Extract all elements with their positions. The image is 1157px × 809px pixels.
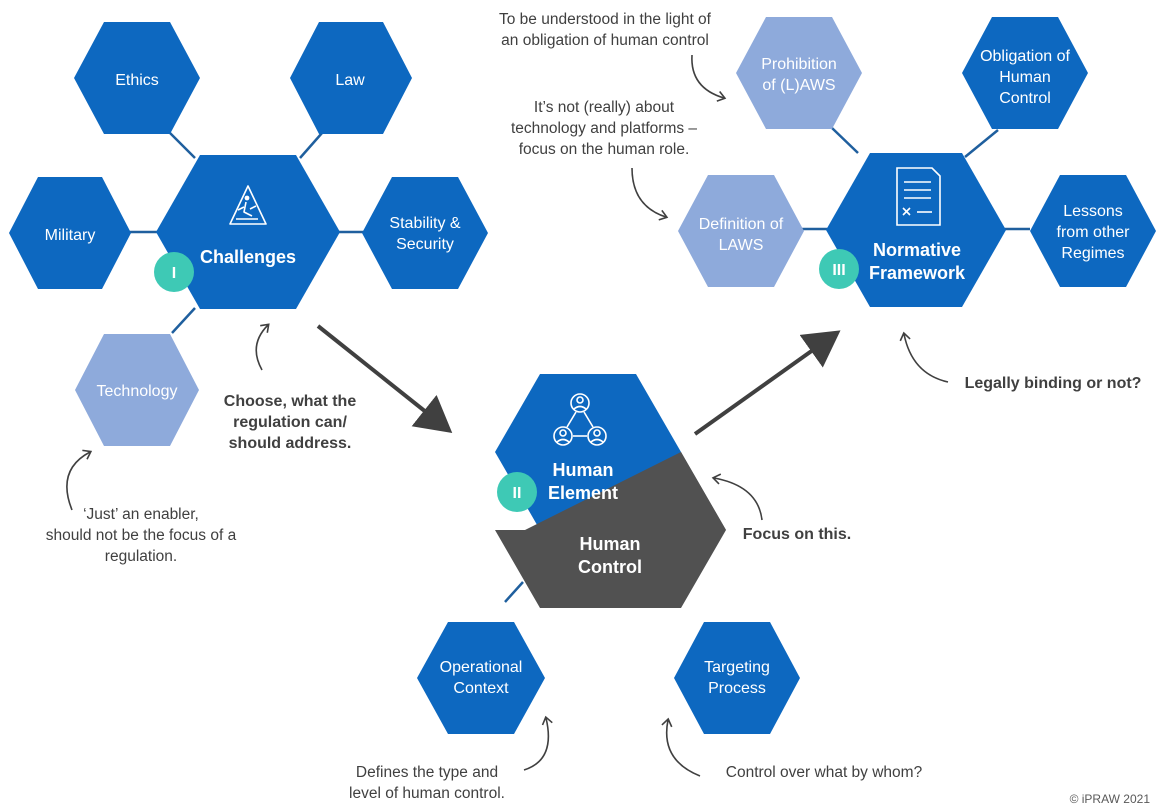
hex-definition-label-2: LAWS — [719, 237, 764, 254]
note-technology-focus-2: technology and platforms – — [511, 120, 697, 137]
badge-i-label: I — [172, 265, 176, 282]
hex-technology-label: Technology — [97, 383, 178, 400]
human-cluster: Human Element Human Control II Operation… — [417, 374, 800, 734]
hex-challenges-title: Challenges — [200, 247, 296, 267]
note-focus: Focus on this. — [743, 526, 851, 543]
hex-operational-context: Operational Context — [417, 622, 545, 734]
badge-iii: III — [819, 249, 859, 289]
hex-stability-security: Stability & Security — [362, 177, 488, 289]
hex-obligation-label-3: Control — [999, 90, 1051, 107]
hex-ethics: Ethics — [74, 22, 200, 134]
flow-arrows — [316, 324, 841, 436]
slipping-hazard-icon — [229, 185, 267, 225]
hex-prohibition: Prohibition of (L)AWS — [736, 17, 862, 129]
challenges-cluster: Ethics Law Military Stability & Security… — [9, 22, 488, 446]
hex-normative-framework: Normative Framework — [826, 153, 1006, 307]
hex-normative-title-2: Framework — [869, 263, 966, 283]
hex-military-label: Military — [45, 227, 96, 244]
note-defines-2: level of human control. — [349, 785, 505, 802]
hex-targeting-process: Targeting Process — [674, 622, 800, 734]
pointer-choose — [255, 323, 270, 371]
hex-stability-label-1: Stability & — [389, 215, 460, 232]
hex-ethics-label: Ethics — [115, 72, 159, 89]
badge-ii-label: II — [513, 485, 522, 502]
hex-military: Military — [9, 177, 131, 289]
hex-lessons: Lessons from other Regimes — [1030, 175, 1156, 287]
pointer-understood — [691, 54, 727, 102]
note-technology-focus-3: focus on the human role. — [519, 141, 690, 158]
hex-targeting-label-1: Targeting — [704, 659, 770, 676]
hex-prohibition-label-2: of (L)AWS — [762, 77, 835, 94]
hex-lessons-label-1: Lessons — [1063, 203, 1123, 220]
hex-normative-title-1: Normative — [873, 240, 961, 260]
hex-operational-label-2: Context — [453, 680, 509, 697]
people-network-icon — [553, 393, 607, 446]
pointer-technology-focus — [631, 167, 669, 221]
note-enabler-1: ‘Just’ an enabler, — [83, 506, 199, 523]
note-choose-1: Choose, what the — [224, 393, 357, 410]
hex-challenges: Challenges — [156, 155, 340, 309]
hex-lessons-label-2: from other — [1057, 224, 1131, 241]
note-choose-3: should address. — [229, 435, 352, 452]
note-defines-1: Defines the type and — [356, 764, 498, 781]
pointer-defines — [523, 715, 553, 771]
normative-cluster: Prohibition of (L)AWS Obligation of Huma… — [678, 17, 1156, 307]
hex-definition: Definition of LAWS — [678, 175, 804, 287]
note-enabler-3: regulation. — [105, 548, 177, 565]
document-icon — [896, 167, 941, 226]
hex-human-element-title-1: Human — [552, 460, 613, 480]
hex-law: Law — [290, 22, 412, 134]
badge-iii-label: III — [832, 262, 845, 279]
arrow-human-to-normative — [693, 330, 841, 436]
pointer-legally — [899, 331, 949, 383]
note-control-over: Control over what by whom? — [726, 764, 923, 781]
hex-human-control-title-1: Human — [579, 534, 640, 554]
hex-prohibition-label-1: Prohibition — [761, 56, 837, 73]
pointer-arrows — [66, 54, 949, 777]
hex-obligation-label-1: Obligation of — [980, 48, 1070, 65]
hex-targeting-label-2: Process — [708, 680, 766, 697]
hex-obligation-label-2: Human — [999, 69, 1051, 86]
hex-definition-label-1: Definition of — [699, 216, 784, 233]
note-legally: Legally binding or not? — [965, 375, 1142, 392]
hex-law-label: Law — [335, 72, 365, 89]
hex-technology: Technology — [75, 334, 199, 446]
note-enabler-2: should not be the focus of a — [46, 527, 237, 544]
note-choose-2: regulation can/ — [233, 414, 347, 431]
pointer-control-over — [661, 717, 701, 777]
hex-human-control-title-2: Control — [578, 557, 642, 577]
hex-operational-label-1: Operational — [440, 659, 523, 676]
hex-human-element-title-2: Element — [548, 483, 618, 503]
badge-i: I — [154, 252, 194, 292]
hex-obligation: Obligation of Human Control — [962, 17, 1088, 129]
copyright: © iPRAW 2021 — [1070, 792, 1151, 806]
pointer-enabler — [66, 449, 93, 511]
note-understood-2: an obligation of human control — [501, 32, 709, 49]
arrow-challenges-to-human — [316, 324, 453, 433]
hex-lessons-label-3: Regimes — [1061, 245, 1124, 262]
hex-stability-label-2: Security — [396, 236, 454, 253]
annotations: To be understood in the light of an obli… — [46, 11, 1151, 806]
hex-human-shape — [495, 374, 726, 608]
badge-ii: II — [497, 472, 537, 512]
pointer-focus — [711, 473, 763, 521]
note-understood-1: To be understood in the light of — [499, 11, 712, 28]
note-technology-focus-1: It’s not (really) about — [534, 99, 675, 116]
